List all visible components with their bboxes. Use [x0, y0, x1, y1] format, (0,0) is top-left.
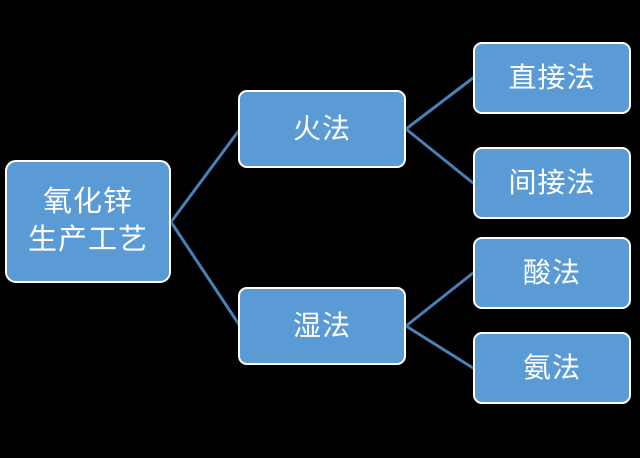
node-indirect-label: 间接法 — [508, 166, 596, 198]
edge-pyro-to-indirect — [404, 127, 475, 185]
node-pyro-label: 火法 — [292, 112, 351, 144]
node-direct-label: 直接法 — [508, 61, 596, 93]
node-ammonia-label: 氨法 — [522, 351, 581, 383]
node-pyrometallurgical-method[interactable]: 火法 — [238, 90, 406, 168]
edge-hydro-to-ammonia — [404, 324, 475, 370]
node-hydrometallurgical-method[interactable]: 湿法 — [238, 287, 406, 365]
node-root-label-line-2: 生产工艺 — [27, 223, 148, 256]
node-indirect-method[interactable]: 间接法 — [473, 147, 631, 219]
node-acid-label: 酸法 — [522, 256, 581, 288]
edge-hydro-to-acid — [404, 271, 475, 328]
edge-root-to-pyro — [169, 127, 242, 224]
node-hydro-label: 湿法 — [292, 309, 351, 341]
edge-pyro-to-direct — [404, 76, 475, 131]
node-acid-method[interactable]: 酸法 — [473, 237, 631, 309]
node-root-label-line-1: 氧化锌 — [42, 186, 133, 219]
node-direct-method[interactable]: 直接法 — [473, 42, 631, 114]
edge-root-to-hydro — [169, 220, 242, 328]
node-ammonia-method[interactable]: 氨法 — [473, 332, 631, 404]
node-root-zinc-oxide-production-process[interactable]: 氧化锌 生产工艺 — [5, 160, 171, 283]
